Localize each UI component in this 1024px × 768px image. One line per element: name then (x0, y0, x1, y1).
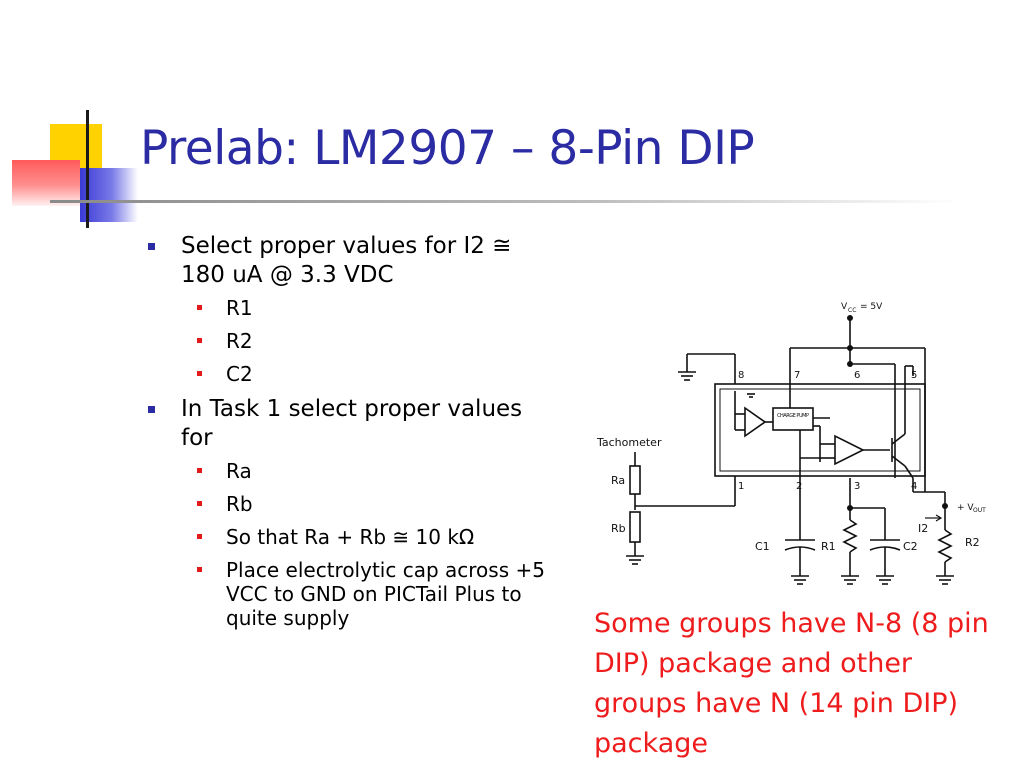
ra-label: Ra (611, 474, 625, 487)
vout-label: + V (957, 503, 974, 513)
bullet-item: Select proper values for I2 ≅ 180 uA @ 3… (148, 232, 548, 386)
title-underline (50, 200, 960, 203)
decor-red-block (12, 160, 80, 206)
pin-4: 4 (911, 481, 917, 492)
lm2907-schematic: V CC = 5V 8 7 6 5 CHARGE PUMP (596, 302, 986, 585)
decor-blue-block (80, 168, 138, 222)
c2-label: C2 (903, 540, 918, 553)
pin-5: 5 (911, 370, 917, 381)
sub-bullet-item: Ra (181, 459, 548, 483)
svg-text:OUT: OUT (973, 507, 986, 514)
vcc-label: V (841, 302, 848, 312)
rb-label: Rb (611, 522, 626, 535)
pin-3: 3 (854, 481, 860, 492)
sub-bullet-item: R2 (181, 329, 548, 353)
r1-label: R1 (821, 540, 836, 553)
sub-bullet-list: Ra Rb So that Ra + Rb ≅ 10 kΩ Place elec… (181, 459, 548, 630)
package-note: Some groups have N-8 (8 pin DIP) package… (594, 608, 989, 759)
pin-8: 8 (738, 370, 744, 381)
vcc-value: = 5V (860, 302, 883, 312)
sub-bullet-item: Place electrolytic cap across +5 VCC to … (181, 558, 548, 630)
sub-bullet-list: R1 R2 C2 (181, 296, 548, 386)
tachometer-label: Tachometer (596, 436, 662, 449)
sub-bullet-item: Rb (181, 492, 548, 516)
bullet-text: In Task 1 select proper values for (181, 396, 523, 451)
pin-7: 7 (794, 370, 800, 381)
slide-title: Prelab: LM2907 – 8-Pin DIP (140, 121, 755, 176)
bullet-text: Select proper values for I2 ≅ 180 uA @ 3… (181, 233, 512, 288)
bullet-item: In Task 1 select proper values for Ra Rb… (148, 395, 548, 630)
bullet-list: Select proper values for I2 ≅ 180 uA @ 3… (148, 232, 548, 638)
sub-bullet-item: C2 (181, 362, 548, 386)
c1-label: C1 (755, 540, 770, 553)
charge-pump-label: CHARGE PUMP (777, 413, 809, 419)
svg-text:CC: CC (848, 307, 856, 314)
sub-bullet-item: So that Ra + Rb ≅ 10 kΩ (181, 525, 548, 549)
sub-bullet-item: R1 (181, 296, 548, 320)
pin-1: 1 (738, 481, 744, 492)
pin-6: 6 (854, 370, 860, 381)
pin-2: 2 (796, 481, 802, 492)
i2-label: I2 (918, 522, 928, 535)
r2-label: R2 (965, 536, 980, 549)
decor-vertical-line (86, 110, 89, 228)
